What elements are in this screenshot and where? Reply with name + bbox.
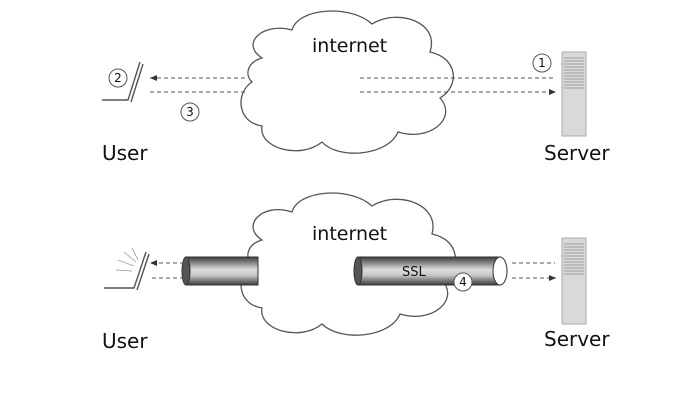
glow-icon <box>115 247 139 272</box>
step-3-badge: 3 <box>180 102 200 122</box>
internet-cloud <box>240 192 456 336</box>
server-icon <box>561 237 587 325</box>
step-1-label: 1 <box>538 56 546 70</box>
step-3-label: 3 <box>186 105 194 119</box>
internet-label: internet <box>312 223 387 245</box>
bottom-scene: internet SSL <box>102 192 610 353</box>
internet-label: internet <box>312 35 387 57</box>
ssl-label: SSL <box>402 265 427 280</box>
step-2-label: 2 <box>114 71 122 85</box>
server-icon <box>561 51 587 137</box>
step-1-badge: 1 <box>532 53 552 73</box>
user-label: User <box>102 141 148 165</box>
top-scene: internet 1 <box>102 10 610 165</box>
internet-cloud <box>240 10 454 154</box>
step-2-badge: 2 <box>108 68 128 88</box>
step-4-badge: 4 <box>453 272 473 292</box>
ssl-tunnel-left <box>181 256 259 286</box>
server-label: Server <box>544 327 610 351</box>
server-label: Server <box>544 141 610 165</box>
user-label: User <box>102 329 148 353</box>
laptop-icon <box>102 61 144 103</box>
ssl-tunnel-right <box>353 256 508 286</box>
laptop-icon <box>104 251 150 291</box>
step-4-label: 4 <box>459 275 467 289</box>
